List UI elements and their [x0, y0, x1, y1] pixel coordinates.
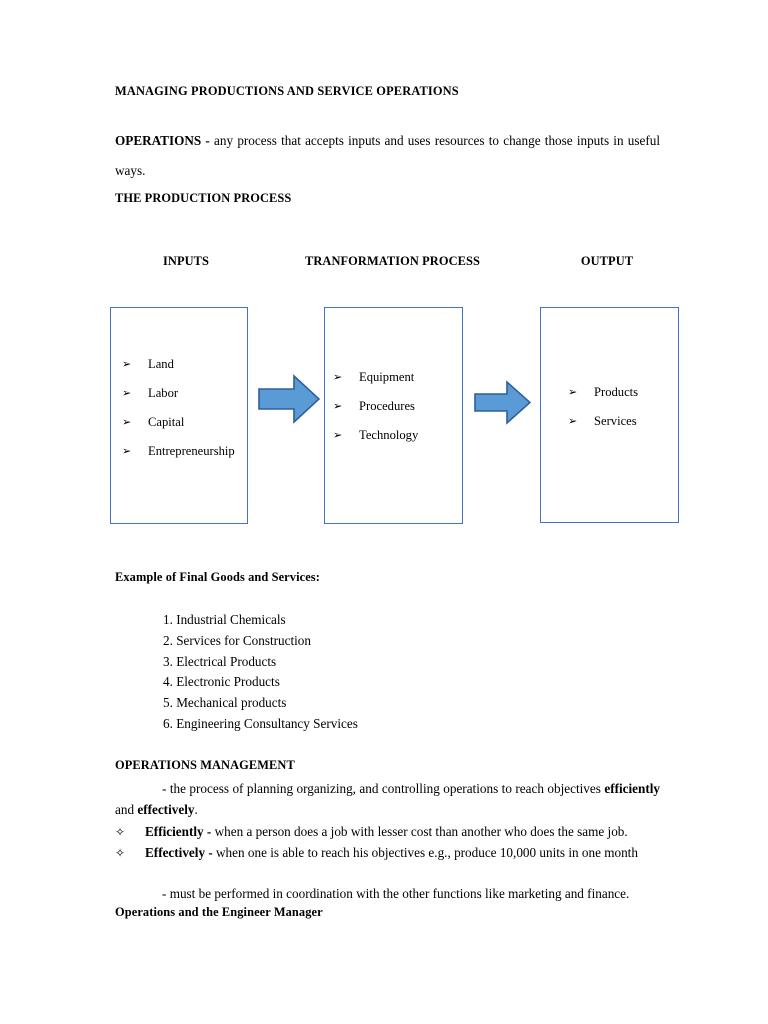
operations-definition-paragraph: OPERATIONS - any process that accepts in…	[115, 126, 660, 186]
list-item-label: Services	[594, 414, 637, 428]
list-item-label: Capital	[148, 415, 185, 429]
om-definition-suffix: .	[194, 802, 198, 817]
production-process-heading: THE PRODUCTION PROCESS	[115, 191, 292, 205]
output-item-list: ➢ Products ➢ Services	[541, 378, 678, 436]
list-item: ➢ Capital	[122, 408, 247, 437]
list-item-label: Procedures	[359, 399, 415, 413]
arrow-bullet-icon: ➢	[122, 444, 132, 458]
bullet-text: Efficiently - when a person does a job w…	[145, 821, 628, 842]
om-definition-bold-efficiently: efficiently	[604, 781, 660, 796]
list-item-label: Products	[594, 385, 639, 399]
list-item: 6. Engineering Consultancy Services	[163, 715, 358, 731]
list-item: ➢ Technology	[333, 421, 462, 450]
diamond-bullet-icon: ✧	[115, 825, 126, 839]
list-item-label: Technology	[359, 428, 419, 442]
coordination-note-text: - must be performed in coordination with…	[162, 886, 630, 901]
inputs-item-list: ➢ Land ➢ Labor ➢ Capital ➢ Entrepreneurs…	[111, 350, 247, 466]
examples-heading: Example of Final Goods and Services:	[115, 570, 320, 584]
bullet-text: Effectively - when one is able to reach …	[145, 842, 638, 863]
diagram-heading-inputs: INPUTS	[162, 254, 210, 268]
examples-list: 1. Industrial Chemicals 2. Services for …	[163, 610, 358, 735]
arrow-bullet-icon: ➢	[333, 370, 343, 384]
bullet-description: when one is able to reach his objectives…	[212, 845, 638, 860]
arrow-bullet-icon: ➢	[568, 414, 578, 428]
diagram-box-inputs: ➢ Land ➢ Labor ➢ Capital ➢ Entrepreneurs…	[110, 307, 248, 524]
arrow-bullet-icon: ➢	[122, 357, 132, 371]
arrow-bullet-icon: ➢	[122, 415, 132, 429]
diagram-box-output: ➢ Products ➢ Services	[540, 307, 679, 523]
list-item: ➢ Procedures	[333, 392, 462, 421]
list-item: ➢ Services	[568, 407, 678, 436]
engineer-manager-heading: Operations and the Engineer Manager	[115, 905, 323, 919]
diamond-bullet-icon: ✧	[115, 846, 126, 860]
list-item-label: Entrepreneurship	[148, 444, 235, 458]
diagram-box-transformation-process: ➢ Equipment ➢ Procedures ➢ Technology	[324, 307, 463, 524]
operations-term: OPERATIONS -	[115, 133, 210, 148]
arrow-bullet-icon: ➢	[122, 386, 132, 400]
list-item: ➢ Equipment	[333, 363, 462, 392]
list-item: 2. Services for Construction	[163, 632, 311, 648]
flow-arrow-icon	[474, 379, 532, 426]
flow-arrow-icon	[258, 373, 321, 425]
bullet-efficiently: ✧ Efficiently - when a person does a job…	[115, 821, 675, 843]
arrow-bullet-icon: ➢	[333, 399, 343, 413]
arrow-bullet-icon: ➢	[568, 385, 578, 399]
operations-management-heading: OPERATIONS MANAGEMENT	[115, 758, 295, 772]
list-item: ➢ Products	[568, 378, 678, 407]
operations-definition-text: any process that accepts inputs and uses…	[115, 133, 660, 178]
list-item: 5. Mechanical products	[163, 695, 287, 711]
diagram-heading-transformation-process: TRANFORMATION PROCESS	[304, 254, 480, 268]
page-title: MANAGING PRODUCTIONS AND SERVICE OPERATI…	[115, 84, 459, 98]
list-item: ➢ Land	[122, 350, 247, 379]
list-item: 4. Electronic Products	[163, 674, 280, 690]
list-item: ➢ Entrepreneurship	[122, 437, 247, 466]
list-item: ➢ Labor	[122, 379, 247, 408]
bullet-term: Effectively -	[145, 845, 213, 860]
diagram-heading-output: OUTPUT	[580, 254, 634, 268]
operations-management-definition: - the process of planning organizing, an…	[115, 778, 660, 820]
bullet-description: when a person does a job with lesser cos…	[211, 824, 628, 839]
bullet-term: Efficiently -	[145, 824, 212, 839]
om-definition-mid: and	[115, 802, 138, 817]
bullet-effectively: ✧ Effectively - when one is able to reac…	[115, 842, 675, 864]
om-definition-prefix: - the process of planning organizing, an…	[162, 781, 605, 796]
om-definition-bold-effectively: effectively	[137, 802, 195, 817]
list-item-label: Land	[148, 357, 174, 371]
list-item-label: Equipment	[359, 370, 415, 384]
coordination-note: - must be performed in coordination with…	[115, 883, 675, 904]
list-item: 1. Industrial Chemicals	[163, 612, 286, 627]
arrow-bullet-icon: ➢	[333, 428, 343, 442]
list-item-label: Labor	[148, 386, 179, 400]
process-item-list: ➢ Equipment ➢ Procedures ➢ Technology	[325, 363, 462, 450]
list-item: 3. Electrical Products	[163, 653, 277, 669]
